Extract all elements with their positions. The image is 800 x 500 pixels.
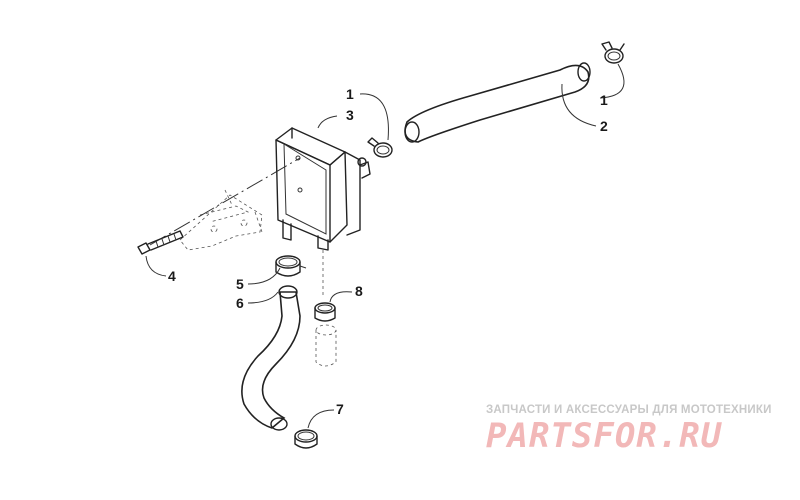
mounting-bracket [179,189,263,251]
callout-2: 2 [600,118,608,134]
leader-1b [599,63,625,99]
watermark-tagline: ЗАПЧАСТИ И АКСЕССУАРЫ ДЛЯ МОТОТЕХНИКИ [486,404,772,416]
leader-8 [329,291,353,303]
leader-2 [561,83,597,127]
lower-hose [241,285,301,431]
callout-5: 5 [236,276,244,292]
watermark-logo: PARTSFOR.RU [486,416,723,456]
leader-3 [317,115,338,129]
leader-1a [359,93,389,141]
callout-8: 8 [355,283,363,299]
callout-4: 4 [168,268,176,284]
breather-box [275,127,371,251]
callout-3: 3 [346,107,354,123]
bolt [137,230,184,255]
hose-clamp-5 [275,255,307,277]
upper-hose [404,62,591,143]
callout-7: 7 [336,401,344,417]
hose-clamp-7 [294,429,318,449]
leader-5 [247,267,281,285]
leader-7 [307,409,335,429]
callout-1-upper-left: 1 [346,86,354,102]
leader-4 [145,255,167,277]
hose-clamp-upper-left [367,137,393,158]
callout-1-upper-right: 1 [600,92,608,108]
leader-6 [247,291,279,304]
hose-clamp-8 [314,302,336,322]
callout-6: 6 [236,295,244,311]
hose-clamp-upper-right [601,41,625,64]
